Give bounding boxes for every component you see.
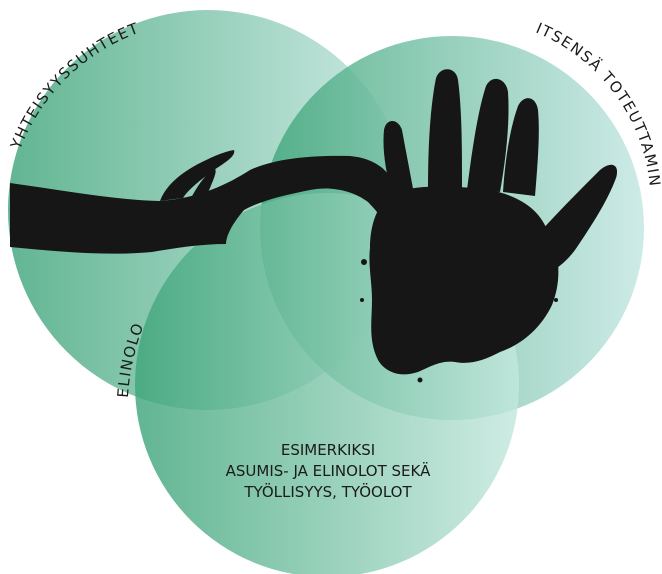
- example-text-line3: TYÖLLISYYS, TYÖOLOT: [243, 482, 412, 501]
- example-text-line2: ASUMIS- JA ELINOLOT SEKÄ: [226, 461, 431, 480]
- example-text-line1: ESIMERKIKSI: [281, 441, 375, 459]
